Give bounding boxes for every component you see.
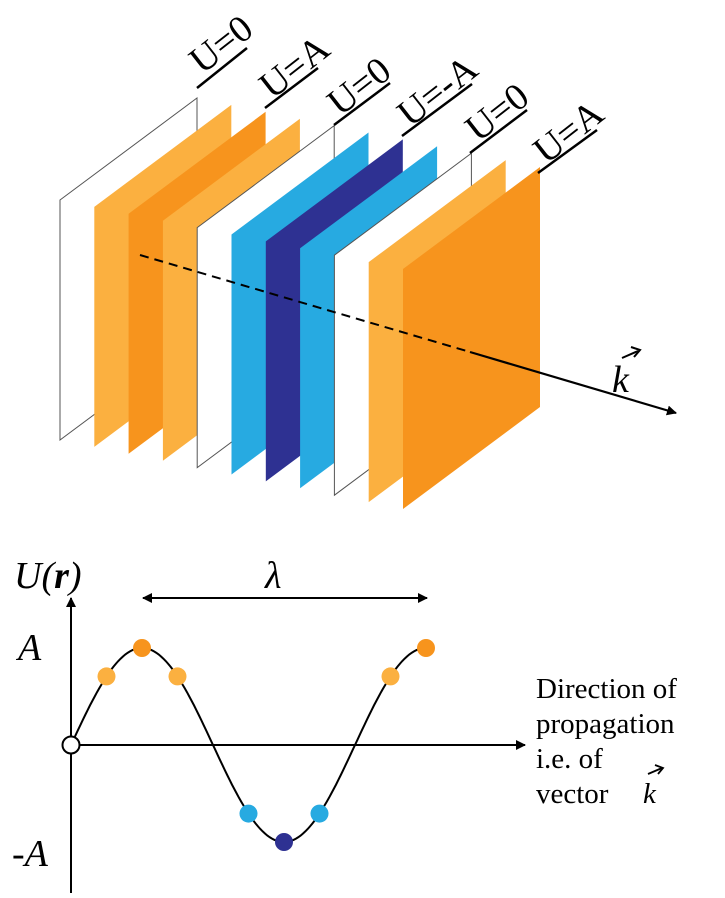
tick-label-minus-A: -A xyxy=(12,833,49,875)
plane-label-underline-1 xyxy=(196,47,248,89)
y-axis-label: U(r) xyxy=(14,555,82,597)
wavefront-planes xyxy=(59,97,540,509)
direction-vector-arrow-icon xyxy=(647,767,663,775)
direction-vector-arrowhead-icon xyxy=(654,764,665,775)
wave-point-4 xyxy=(239,804,258,823)
tick-label-A: A xyxy=(15,627,42,669)
propagation-vector: k xyxy=(139,254,677,416)
direction-vector-label: k xyxy=(643,778,657,810)
wavefront-plane-11 xyxy=(403,167,540,509)
wave-point-2 xyxy=(133,639,151,657)
plane-label-underline-2 xyxy=(264,67,319,109)
wave-plot: U(r) A -A λ Direction of propagation i.e… xyxy=(12,555,677,893)
wave-point-8 xyxy=(417,639,435,657)
vector-label-arrowhead-icon xyxy=(630,346,642,358)
direction-line-3: i.e. of xyxy=(536,743,603,775)
wave-point-5 xyxy=(275,833,293,851)
plane-label-6: U=A xyxy=(526,92,612,172)
plane-label-underline-6 xyxy=(537,128,598,175)
wave-point-7 xyxy=(381,667,400,686)
direction-line-4: vector xyxy=(536,778,609,810)
plane-label-underline-5 xyxy=(469,109,528,154)
vector-label: k xyxy=(612,359,630,401)
vector-label-arrow-icon xyxy=(621,350,639,359)
direction-line-2: propagation xyxy=(536,708,675,740)
plane-label-1: U=0 xyxy=(182,7,261,82)
plane-label-underline-4 xyxy=(401,82,473,138)
direction-line-1: Direction of xyxy=(536,673,677,705)
wave-points xyxy=(97,639,435,851)
vector-arrow xyxy=(469,350,677,416)
wavelength-label: λ xyxy=(264,555,281,597)
wave-point-6 xyxy=(310,804,329,823)
wave-point-3 xyxy=(168,667,187,686)
plane-label-underline-3 xyxy=(333,82,391,126)
wave-point-1 xyxy=(97,667,116,686)
vector-dashed-line xyxy=(139,254,471,353)
origin-marker xyxy=(61,735,81,755)
